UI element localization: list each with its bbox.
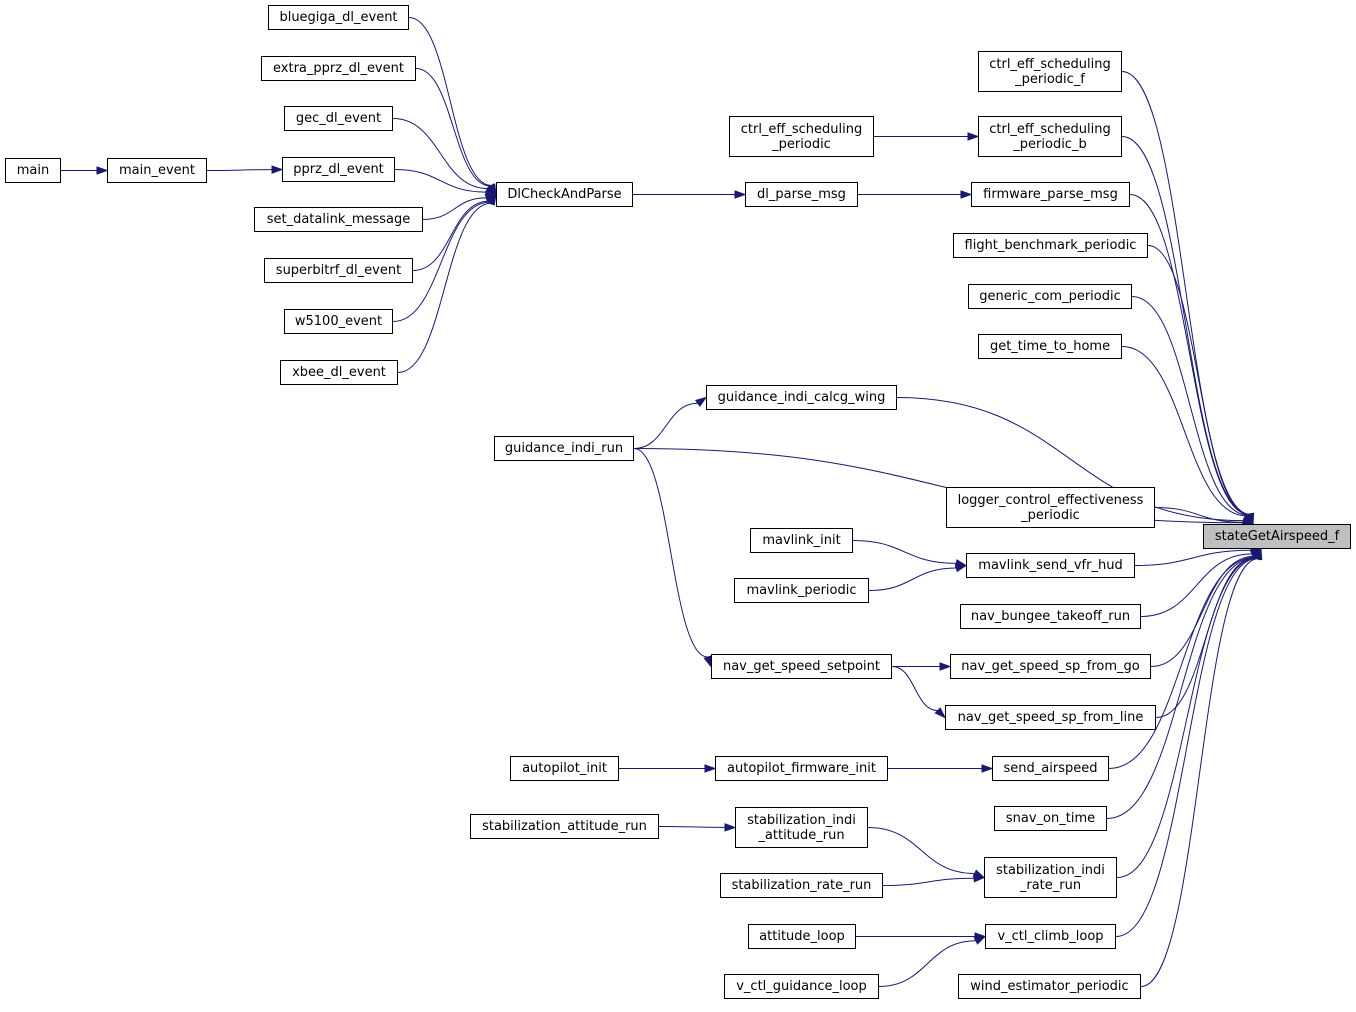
node-stategetairspeed-f[interactable]: stateGetAirspeed_f	[1203, 524, 1351, 549]
node-dlcheckandparse[interactable]: DlCheckAndParse	[496, 182, 633, 207]
edge-flight_benchmark_periodic-to-stateGetAirspeed_f	[1147, 245, 1250, 516]
node-wind-estimator-periodic[interactable]: wind_estimator_periodic	[958, 974, 1141, 999]
node-stabilization-rate-run[interactable]: stabilization_rate_run	[720, 873, 883, 898]
node-stabilization-attitude-run[interactable]: stabilization_attitude_run	[470, 814, 659, 839]
edge-stabilization_rate_run-to-stabilization_indi_rate_run	[882, 877, 975, 886]
edge-snav_on_time-to-stateGetAirspeed_f	[1106, 557, 1257, 819]
edge-arrowhead	[1254, 547, 1263, 561]
node-v-ctl-guidance-loop[interactable]: v_ctl_guidance_loop	[724, 974, 879, 999]
edge-arrowhead	[271, 165, 284, 174]
edge-stabilization_attitude_run-to-stabilization_indi_attitude_run	[658, 826, 726, 828]
node-firmware-parse-msg[interactable]: firmware_parse_msg	[971, 182, 1130, 207]
edge-logger_control_effectiveness_periodic-to-stateGetAirspeed_f	[1154, 507, 1244, 523]
node-ctrl-eff-scheduling-periodic[interactable]: ctrl_eff_scheduling _periodic	[729, 116, 874, 157]
edge-arrowhead	[973, 935, 987, 945]
edge-guidance_indi_calcg_wing-to-stateGetAirspeed_f	[896, 397, 1244, 522]
node-main[interactable]: main	[5, 158, 61, 183]
node-extra-pprz-dl-event[interactable]: extra_pprz_dl_event	[261, 56, 416, 81]
node-nav-get-speed-sp-from-line[interactable]: nav_get_speed_sp_from_line	[945, 705, 1156, 730]
node-stabilization-indi-attitude-run[interactable]: stabilization_indi _attitude_run	[735, 807, 868, 848]
node-send-airspeed[interactable]: send_airspeed	[992, 756, 1109, 781]
node-nav-get-speed-sp-from-go[interactable]: nav_get_speed_sp_from_go	[950, 654, 1151, 679]
node-autopilot-init[interactable]: autopilot_init	[510, 756, 619, 781]
edge-pprz_dl_event-to-DlCheckAndParse	[394, 169, 487, 193]
node-set-datalink-message[interactable]: set_datalink_message	[254, 207, 423, 232]
edge-mavlink_init-to-mavlink_send_vfr_hud	[852, 540, 957, 564]
node-pprz-dl-event[interactable]: pprz_dl_event	[282, 157, 395, 182]
edge-firmware_parse_msg-to-stateGetAirspeed_f	[1129, 194, 1250, 516]
node-logger-control-effectiveness-periodic[interactable]: logger_control_effectiveness _periodic	[946, 487, 1155, 528]
edge-generic_com_periodic-to-stateGetAirspeed_f	[1131, 296, 1249, 516]
node-attitude-loop[interactable]: attitude_loop	[748, 924, 856, 949]
node-mavlink-periodic[interactable]: mavlink_periodic	[734, 578, 869, 603]
node-generic-com-periodic[interactable]: generic_com_periodic	[968, 284, 1132, 309]
edge-bluegiga_dl_event-to-DlCheckAndParse	[408, 17, 492, 187]
node-mavlink-send-vfr-hud[interactable]: mavlink_send_vfr_hud	[966, 553, 1135, 578]
edge-nav_bungee_takeoff_run-to-stateGetAirspeed_f	[1140, 553, 1253, 617]
edge-arrowhead	[487, 193, 497, 206]
node-ctrl-eff-scheduling-periodic-f[interactable]: ctrl_eff_scheduling _periodic_f	[978, 51, 1122, 92]
node-gec-dl-event[interactable]: gec_dl_event	[284, 106, 393, 131]
node-v-ctl-climb-loop[interactable]: v_ctl_climb_loop	[985, 924, 1116, 949]
edge-w5100_event-to-DlCheckAndParse	[392, 201, 490, 322]
edge-nav_get_speed_sp_from_go-to-stateGetAirspeed_f	[1150, 555, 1255, 667]
edge-v_ctl_climb_loop-to-stateGetAirspeed_f	[1115, 557, 1258, 937]
edge-get_time_to_home-to-stateGetAirspeed_f	[1121, 346, 1248, 517]
edge-mavlink_send_vfr_hud-to-stateGetAirspeed_f	[1134, 549, 1252, 566]
edge-arrowhead	[967, 132, 980, 141]
node-snav-on-time[interactable]: snav_on_time	[994, 806, 1107, 831]
node-dl-parse-msg[interactable]: dl_parse_msg	[745, 182, 858, 207]
edge-v_ctl_guidance_loop-to-v_ctl_climb_loop	[878, 940, 976, 987]
edge-arrowhead	[981, 764, 994, 773]
edge-guidance_indi_run-to-nav_get_speed_setpoint	[633, 448, 708, 658]
edge-arrowhead	[954, 564, 968, 573]
edge-extra_pprz_dl_event-to-DlCheckAndParse	[415, 68, 491, 187]
edge-arrowhead	[934, 707, 947, 719]
edge-arrowhead	[695, 396, 708, 408]
edge-main_event-to-pprz_dl_event	[206, 169, 273, 171]
edge-arrowhead	[973, 874, 986, 883]
edge-wind_estimator_periodic-to-stateGetAirspeed_f	[1140, 558, 1259, 987]
edge-ctrl_eff_scheduling_periodic_b-to-stateGetAirspeed_f	[1121, 136, 1250, 516]
node-stabilization-indi-rate-run[interactable]: stabilization_indi _rate_run	[984, 857, 1117, 898]
node-ctrl-eff-scheduling-periodic-b[interactable]: ctrl_eff_scheduling _periodic_b	[978, 116, 1122, 157]
edge-arrowhead	[734, 190, 747, 199]
edge-arrowhead	[960, 190, 973, 199]
node-xbee-dl-event[interactable]: xbee_dl_event	[280, 360, 398, 385]
node-get-time-to-home[interactable]: get_time_to_home	[978, 334, 1122, 359]
node-superbitrf-dl-event[interactable]: superbitrf_dl_event	[264, 258, 413, 283]
node-bluegiga-dl-event[interactable]: bluegiga_dl_event	[268, 5, 409, 30]
edge-superbitrf_dl_event-to-DlCheckAndParse	[412, 200, 489, 271]
node-guidance-indi-calcg-wing[interactable]: guidance_indi_calcg_wing	[706, 385, 897, 410]
edge-stabilization_indi_rate_run-to-stateGetAirspeed_f	[1116, 557, 1257, 878]
node-guidance-indi-run[interactable]: guidance_indi_run	[494, 436, 634, 461]
edge-ctrl_eff_scheduling_periodic_f-to-stateGetAirspeed_f	[1121, 71, 1251, 515]
edge-nav_get_speed_setpoint-to-nav_get_speed_sp_from_line	[891, 666, 938, 712]
edge-arrowhead	[939, 662, 952, 671]
edge-set_datalink_message-to-DlCheckAndParse	[422, 197, 487, 220]
edge-guidance_indi_run-to-guidance_indi_calcg_wing	[633, 402, 698, 449]
node-main-event[interactable]: main_event	[107, 158, 207, 183]
node-nav-bungee-takeoff-run[interactable]: nav_bungee_takeoff_run	[960, 604, 1141, 629]
edge-gec_dl_event-to-DlCheckAndParse	[392, 118, 488, 190]
edge-xbee_dl_event-to-DlCheckAndParse	[397, 202, 492, 373]
node-flight-benchmark-periodic[interactable]: flight_benchmark_periodic	[953, 233, 1148, 258]
edge-arrowhead	[96, 166, 109, 175]
edge-stabilization_indi_attitude_run-to-stabilization_indi_rate_run	[867, 827, 975, 875]
edge-arrowhead	[704, 764, 717, 773]
node-w5100-event[interactable]: w5100_event	[284, 309, 393, 334]
node-nav-get-speed-setpoint[interactable]: nav_get_speed_setpoint	[711, 654, 892, 679]
edge-arrowhead	[724, 823, 737, 832]
node-autopilot-firmware-init[interactable]: autopilot_firmware_init	[715, 756, 888, 781]
edge-mavlink_periodic-to-mavlink_send_vfr_hud	[868, 567, 957, 591]
edge-arrowhead	[703, 655, 712, 668]
edge-send_airspeed-to-stateGetAirspeed_f	[1108, 556, 1256, 769]
node-mavlink-init[interactable]: mavlink_init	[750, 528, 853, 553]
